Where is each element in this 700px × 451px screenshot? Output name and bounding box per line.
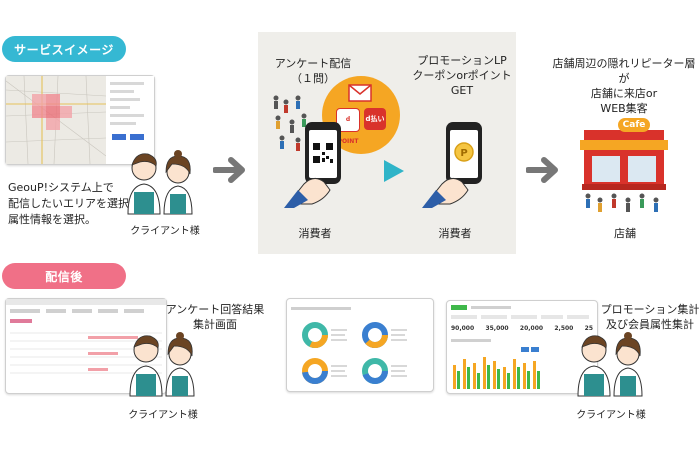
promotion-caption: プロモーション集計 及び会員属性集計 [600,303,700,331]
client-label-right: クライアント様 [576,410,646,421]
geoup-map-screen [5,75,155,165]
consumer-label-left: 消費者 [298,227,332,240]
stats-chart-illustration [451,339,540,389]
donut-dashboard-screen [286,298,434,392]
client-label-top: クライアント様 [130,226,200,237]
qr-code-icon [312,142,334,164]
consumer-label-right: 消費者 [438,227,472,240]
stats-bar-illustration [451,305,589,319]
phone-coin: P [446,122,482,184]
stat-value: 25 [584,325,593,332]
arrow-right-icon-2 [526,157,558,183]
client-illustration-left [128,330,200,402]
store-sign: Cafe [618,118,650,132]
stat-value: 2,500 [554,325,574,332]
mail-icon [348,84,372,106]
arrow-right-icon [213,157,245,183]
stat-values: 90,000 35,000 20,000 2,500 25 [451,325,593,332]
step1-description: GeouP!システム上で 配信したいエリアを選択。 属性情報を選択。 [8,181,140,226]
coin-icon: P [454,142,474,162]
service-image-badge: サービスイメージ [2,36,126,62]
client-illustration-right [576,330,648,402]
cafe-store-illustration [580,130,668,212]
map-illustration [5,75,154,165]
crowd-illustration [273,95,307,151]
client-label-left: クライアント様 [128,410,198,421]
store-label: 店舗 [614,227,636,240]
store-caption: 店舗周辺の隠れリピーター層が 店舗に来店or WEB集客 [552,57,696,115]
donut-charts-illustration [291,307,407,384]
client-illustration [126,148,198,220]
survey-title: アンケート配信 （１問） [274,57,352,85]
promo-title: プロモーションLP クーポンorポイント GET [412,54,512,97]
promotion-stats-screen: 90,000 35,000 20,000 2,500 25 [446,300,598,394]
d-pay-badge: d払い [364,108,386,130]
phone-qr [305,122,341,184]
play-arrow-icon [384,160,404,182]
stat-value: 90,000 [451,325,475,332]
svg-text:P: P [460,148,467,159]
stat-value: 20,000 [519,325,544,332]
hand-right-illustration [422,178,469,208]
after-delivery-badge: 配信後 [2,263,126,289]
stat-value: 35,000 [485,325,509,332]
survey-table-illustration [6,299,166,374]
survey-results-caption: アンケート回答結果 集計画面 [165,303,265,331]
hand-left-illustration [284,178,331,208]
